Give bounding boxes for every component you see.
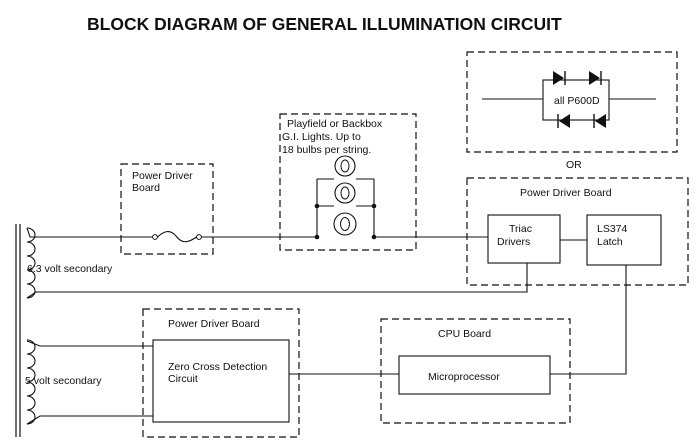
microprocessor-block <box>398 355 551 395</box>
diode-option-box: all P600D <box>466 51 678 153</box>
triac-label-1: Triac <box>509 223 532 235</box>
pdb-left-line2: Board <box>132 182 160 194</box>
playfield-line3: 18 bulbs per string. <box>282 144 371 156</box>
playfield-lamps-box: Playfield or Backbox G.I. Lights. Up to … <box>279 113 417 251</box>
latch-label-1: LS374 <box>597 223 628 235</box>
playfield-line1: Playfield or Backbox <box>287 118 383 130</box>
zero-cross-block <box>152 339 290 423</box>
pdb-right-title: Power Driver Board <box>520 187 612 199</box>
bulb-icon <box>334 182 356 204</box>
pdb-bottom-title: Power Driver Board <box>168 318 260 330</box>
fuse-symbol <box>157 231 197 243</box>
power-driver-board-left: Power Driver Board <box>120 163 214 255</box>
cpu-board: CPU Board Microprocessor <box>380 318 571 424</box>
zc-line1: Zero Cross Detection <box>168 361 267 373</box>
transformer: 6.3 volt secondary 5 volt secondary <box>15 224 113 437</box>
latch-label-2: Latch <box>597 236 623 248</box>
zc-line2: Circuit <box>168 373 198 385</box>
diode-label: all P600D <box>554 95 600 107</box>
pdb-left-line1: Power Driver <box>132 170 193 182</box>
bulb-icon <box>334 155 356 177</box>
secondary-63-label: 6.3 volt secondary <box>27 263 113 275</box>
power-driver-board-bottom: Power Driver Board Zero Cross Detection … <box>142 308 300 438</box>
bulb-icon <box>333 212 357 236</box>
playfield-line2: G.I. Lights. Up to <box>282 131 361 143</box>
power-driver-board-right: Power Driver Board Triac Drivers LS374 L… <box>466 177 689 286</box>
micro-label: Microprocessor <box>428 371 500 383</box>
diagram-title: BLOCK DIAGRAM OF GENERAL ILLUMINATION CI… <box>87 14 562 34</box>
or-label: OR <box>566 159 582 171</box>
cpu-title: CPU Board <box>438 328 491 340</box>
secondary-5-label: 5 volt secondary <box>25 375 102 387</box>
triac-drivers-block <box>487 214 561 264</box>
triac-label-2: Drivers <box>497 236 530 248</box>
